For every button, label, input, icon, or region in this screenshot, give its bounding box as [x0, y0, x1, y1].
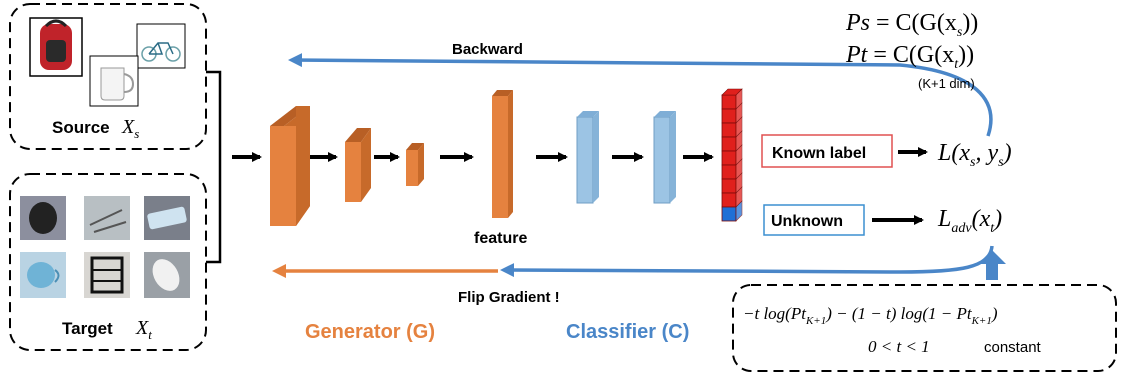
input-bracket: [206, 70, 222, 264]
adv-loss-formula: Ladv(xt): [937, 206, 1002, 236]
known-class-block: [721, 116, 743, 138]
shelf-photo: [84, 252, 130, 298]
bicycle-photo: [84, 196, 130, 240]
mouse-photo: [144, 252, 190, 298]
generator-layer-1: [270, 106, 310, 226]
constraint-text: 0 < t < 1: [868, 337, 930, 356]
adv-formula-text: −t log(PtK+1) − (1 − t) log(1 − PtK+1): [743, 304, 998, 327]
backpack-image: [29, 17, 83, 77]
target-label: Target: [62, 319, 113, 338]
constant-label: constant: [984, 339, 1042, 356]
output-blocks: [721, 88, 743, 222]
known-label-box: Known label: [761, 134, 893, 168]
mug-image: [89, 55, 139, 107]
flip-gradient-label: Flip Gradient !: [458, 289, 560, 306]
classifier-label: Classifier (C): [566, 321, 689, 343]
source-label: Source: [52, 118, 110, 137]
known-label-text: Known label: [772, 145, 866, 162]
mug-photo: [20, 252, 66, 298]
target-box: Target Xt: [9, 173, 207, 351]
unknown-label-text: Unknown: [771, 213, 843, 230]
unknown-class-block: [721, 200, 743, 222]
backpack-photo: [20, 196, 66, 240]
classifier-layer-1: [576, 111, 599, 204]
pt-formula: Pt= C(G(xt)): [845, 42, 974, 72]
flip-gradient-blue-arrow: [500, 245, 994, 278]
flow-arrows: [232, 147, 928, 225]
backward-arrow: [288, 53, 993, 137]
source-symbol: Xs: [121, 116, 139, 141]
generator-label: Generator (G): [305, 321, 435, 343]
bicycle-image: [136, 23, 186, 69]
target-symbol: Xt: [135, 317, 152, 342]
known-loss-formula: L(xs, ys): [937, 140, 1012, 170]
unknown-label-box: Unknown: [763, 204, 865, 236]
up-arrow-icon: [978, 250, 1006, 280]
classifier-layer-2: [653, 111, 676, 204]
backward-label: Backward: [452, 41, 523, 58]
feature-layer: [492, 90, 513, 218]
generator-layer-3: [406, 143, 424, 186]
known-class-block: [721, 144, 743, 166]
ps-formula: Ps= C(G(xs)): [845, 10, 978, 40]
generator-layer-2: [345, 128, 371, 202]
known-class-block: [721, 88, 743, 110]
calculator-photo: [144, 196, 190, 240]
dim-note: (K+1 dim): [918, 76, 975, 91]
feature-label: feature: [474, 230, 527, 247]
source-box: Source Xs: [9, 3, 207, 150]
adv-formula-box: −t log(PtK+1) − (1 − t) log(1 − PtK+1) 0…: [732, 284, 1117, 372]
